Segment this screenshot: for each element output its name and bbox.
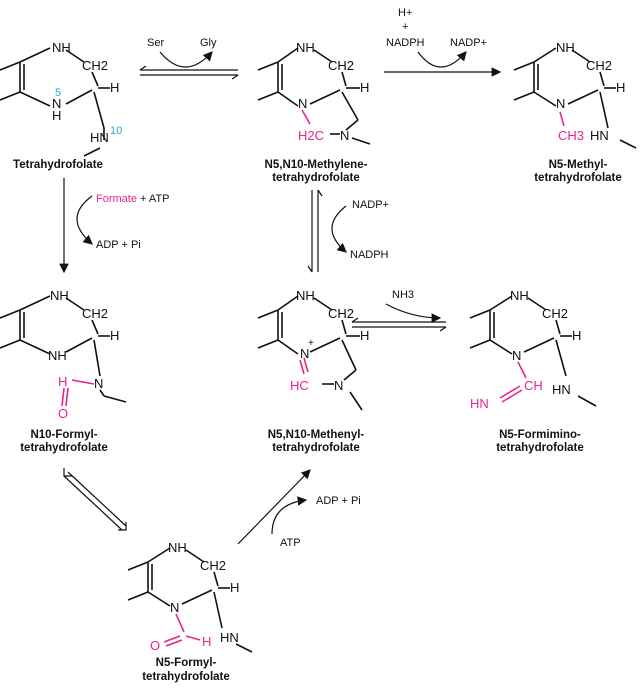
atom-ch: CH <box>524 378 543 393</box>
atom-h-formyl: H <box>202 634 211 649</box>
atom-nh: NH <box>296 40 315 55</box>
charge-plus: + <box>308 338 314 349</box>
atom-h: H <box>616 80 625 95</box>
numbering-10: 10 <box>110 125 122 137</box>
n5-formyl-thf-structure: NH CH2 H N O H HN <box>127 540 253 653</box>
atp-activation-reaction: ADP + Pi ATP <box>237 469 361 549</box>
atom-h: H <box>360 328 369 343</box>
tetrahydrofolate-structure: NH CH2 H 5 N H HN 10 <box>0 40 122 157</box>
atom-nh: NH <box>556 40 575 55</box>
nadph-right-label: NADPH <box>350 249 389 261</box>
atom-nh: NH <box>296 288 315 303</box>
methenyl-thf-label-1: N5,N10-Methenyl- <box>268 429 365 441</box>
atom-ch3: CH3 <box>558 128 584 143</box>
methylene-thf-label-2: tetrahydrofolate <box>272 172 360 184</box>
atom-h: H <box>110 80 119 95</box>
plus-sign: + <box>402 21 408 33</box>
numbering-5: 5 <box>55 87 61 99</box>
atom-h5: H <box>52 108 61 123</box>
formimino-thf-structure: NH CH2 H N CH HN HN <box>469 288 597 411</box>
atom-o: O <box>58 406 68 421</box>
nh3-label: NH3 <box>392 289 414 301</box>
atom-ch2: CH2 <box>200 558 226 573</box>
atom-ch2: CH2 <box>542 306 568 321</box>
atom-ch2: CH2 <box>82 306 108 321</box>
atom-h: H <box>572 328 581 343</box>
atom-n5: N <box>512 348 521 363</box>
n10-formyl-thf-structure: NH CH2 H NH H N O <box>0 288 127 421</box>
methenyl-thf-label-2: tetrahydrofolate <box>272 442 360 454</box>
formimino-thf-label-1: N5-Formimino- <box>499 429 581 441</box>
n5-formyl-thf-label-2: tetrahydrofolate <box>142 671 230 683</box>
n10-formyl-thf-label-1: N10-Formyl- <box>30 429 97 441</box>
formyl-isomerization-equilibrium <box>63 468 127 531</box>
atp-label: + ATP <box>137 193 170 205</box>
atom-hn-imino: HN <box>470 396 489 411</box>
atom-n10: N <box>94 376 103 391</box>
methyl-thf-structure: NH CH2 H N CH3 HN <box>513 40 637 149</box>
ser-gly-reaction: Ser Gly <box>139 37 239 80</box>
atom-n: NH <box>52 40 71 55</box>
atom-n5: N <box>298 96 307 111</box>
svg-text:Formate + ATP: Formate + ATP <box>96 193 169 205</box>
methyl-thf-label-1: N5-Methyl- <box>549 159 608 171</box>
atom-n10: N <box>334 378 343 393</box>
nadp-label: NADP+ <box>450 37 487 49</box>
atom-h: H <box>360 80 369 95</box>
nadph-label: NADPH <box>386 37 425 49</box>
atom-hn10: HN <box>90 130 109 145</box>
ser-label: Ser <box>147 37 164 49</box>
tetrahydrofolate-label: Tetrahydrofolate <box>13 159 103 171</box>
atom-ch2: CH2 <box>586 58 612 73</box>
atom-hn10: HN <box>590 128 609 143</box>
n5-formyl-thf-label-1: N5-Formyl- <box>156 657 217 669</box>
atom-ch2: CH2 <box>82 58 108 73</box>
atom-n5: N <box>300 346 309 361</box>
atom-ch2: CH2 <box>328 306 354 321</box>
atom-hn10: HN <box>552 382 571 397</box>
atp-bottom-label: ATP <box>280 537 301 549</box>
adp-pi-label: ADP + Pi <box>96 239 141 251</box>
atom-nh: NH <box>50 288 69 303</box>
atom-n5: N <box>556 96 565 111</box>
formate-atp-reaction: Formate + ATP ADP + Pi <box>59 178 169 274</box>
hplus-label: H+ <box>398 7 412 19</box>
atom-n5: N <box>170 600 179 615</box>
formate-label: Formate <box>96 193 137 205</box>
atom-h: H <box>230 580 239 595</box>
atom-h: H <box>110 328 119 343</box>
atom-h-formyl: H <box>58 374 67 389</box>
nadp-equilibrium: NADP+ NADPH <box>307 189 389 273</box>
atom-ch2: CH2 <box>328 58 354 73</box>
methylene-thf-label-1: N5,N10-Methylene- <box>265 159 368 171</box>
methenyl-thf-structure: NH CH2 H N + HC N <box>257 288 369 411</box>
atom-n5: N <box>52 96 61 111</box>
nadp-right-label: NADP+ <box>352 199 389 211</box>
atom-nh: NH <box>510 288 529 303</box>
atom-h2c: H2C <box>298 128 324 143</box>
atom-nh: NH <box>168 540 187 555</box>
formimino-thf-label-2: tetrahydrofolate <box>496 442 584 454</box>
methyl-thf-label-2: tetrahydrofolate <box>534 172 622 184</box>
n10-formyl-thf-label-2: tetrahydrofolate <box>20 442 108 454</box>
atom-o: O <box>150 638 160 653</box>
atom-n10: N <box>340 128 349 143</box>
atom-nh5: NH <box>48 348 67 363</box>
atom-hc: HC <box>290 378 309 393</box>
adp-pi-bottom-label: ADP + Pi <box>316 495 361 507</box>
nadph-reduction-reaction: H+ + NADPH NADP+ <box>384 7 502 77</box>
gly-label: Gly <box>200 37 217 49</box>
atom-hn10: HN <box>220 630 239 645</box>
nh3-equilibrium: NH3 <box>351 289 447 332</box>
methylene-thf-structure: NH CH2 H N H2C N <box>257 40 371 145</box>
